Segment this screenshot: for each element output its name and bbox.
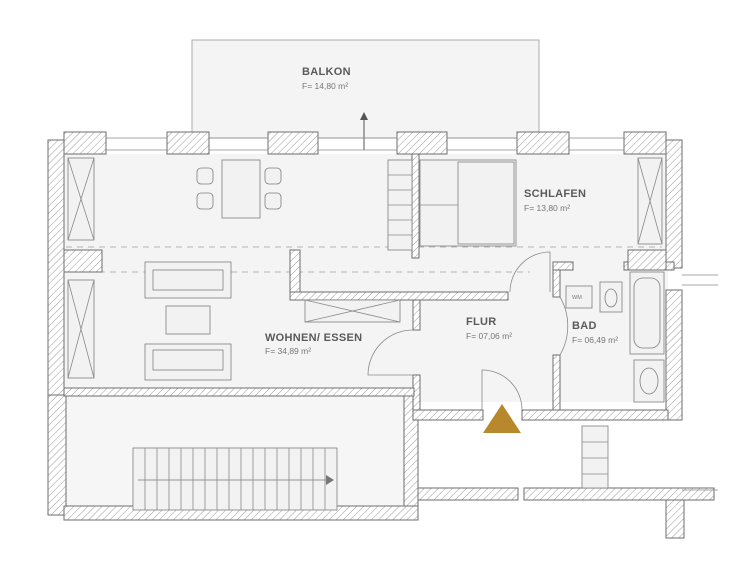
pier-right-mid (627, 249, 667, 271)
washbasin (633, 359, 665, 403)
wall-lower-left (47, 394, 67, 516)
wall-right-stub (665, 499, 685, 539)
wall-flur-bottom-2 (521, 409, 669, 421)
wall-bottom-right (417, 487, 519, 501)
staircase (132, 447, 338, 511)
pier-2 (166, 131, 210, 155)
room-area-schlafen: F= 13,80 m² (524, 203, 570, 213)
wall-schlafen-left (411, 153, 420, 259)
room-name-bad: BAD (572, 320, 597, 332)
window-left-bottom (67, 279, 95, 379)
pier-5 (516, 131, 570, 155)
pier-1 (63, 131, 107, 155)
room-area-bad: F= 06,49 m² (572, 335, 618, 345)
room-name-flur: FLUR (466, 316, 497, 328)
wall-flur-bottom (412, 409, 484, 421)
room-area-balkon: F= 14,80 m² (302, 81, 348, 91)
sofa-top (144, 261, 232, 299)
room-name-balkon: BALKON (302, 66, 351, 78)
window-left-top (67, 157, 95, 241)
window-right-top (637, 157, 663, 245)
window-corridor (304, 299, 401, 323)
stair-arrow-head (326, 475, 334, 485)
room-area-flur: F= 07,06 m² (466, 331, 512, 341)
washing-machine (565, 285, 593, 309)
wall-stair-top (63, 387, 415, 397)
sofa-bottom (144, 343, 232, 381)
wall-bad-left-2 (552, 354, 561, 414)
wall-bottom-right-2 (523, 487, 715, 501)
room-name-schlafen: SCHLAFEN (524, 188, 586, 200)
pier-left-mid (63, 249, 103, 273)
door-entrance (481, 369, 523, 411)
toilet (599, 281, 623, 313)
pier-6 (623, 131, 667, 155)
wall-left (47, 139, 65, 406)
entrance-marker (483, 404, 521, 433)
kitchen-block (387, 159, 413, 251)
wall-right (665, 139, 683, 269)
wall-right-lower (665, 289, 683, 421)
dining-table (196, 159, 282, 219)
bathtub (629, 271, 665, 355)
door-wohnen (367, 329, 414, 376)
wall-bad-top (552, 261, 574, 271)
door-schlafen (509, 251, 551, 293)
room-area-wohnen: F= 34,89 m² (265, 346, 311, 356)
door-bad (559, 296, 569, 356)
washing-machine-label: WM (572, 295, 582, 301)
bed (419, 159, 517, 247)
pier-3 (267, 131, 319, 155)
wall-corridor (289, 291, 509, 301)
room-name-wohnen: WOHNEN/ ESSEN (265, 332, 362, 344)
small-stair (581, 425, 609, 489)
pier-4 (396, 131, 448, 155)
balcony-arrow-head (360, 112, 368, 120)
wall-flur-left (412, 299, 421, 331)
coffee-table (165, 305, 211, 335)
balcony-area (191, 39, 540, 139)
